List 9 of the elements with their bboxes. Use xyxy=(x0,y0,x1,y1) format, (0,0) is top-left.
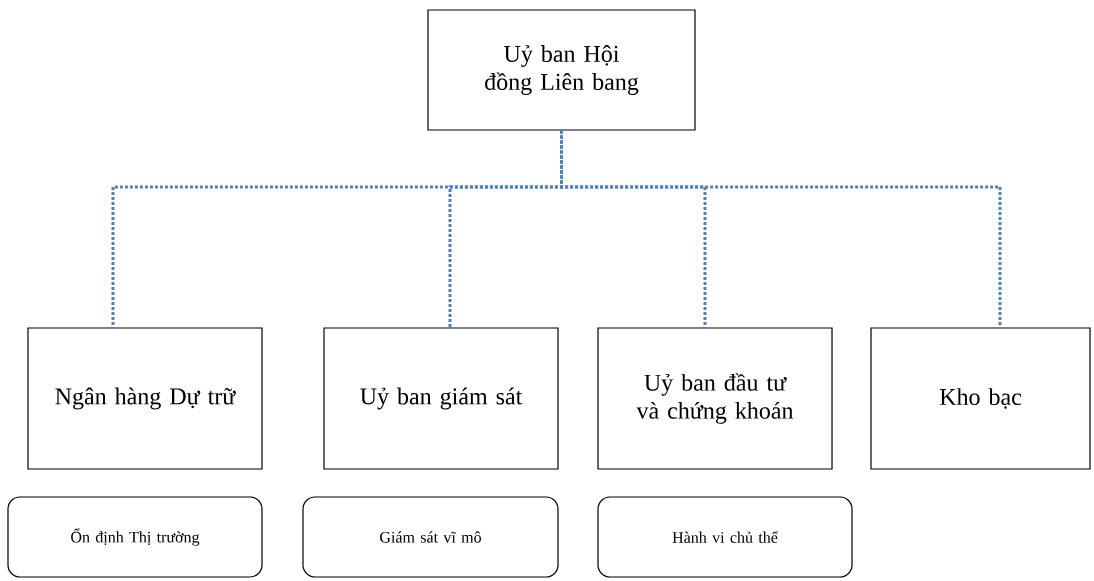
org-box: Uỷ ban giám sát xyxy=(323,327,559,470)
connector-line xyxy=(560,130,1002,328)
rounded-box: Giám sát vĩ mô xyxy=(302,496,559,578)
org-box: Kho bạc xyxy=(870,327,1091,470)
org-box: Uỷ ban đầu tư và chứng khoán xyxy=(597,327,833,470)
org-box: Uỷ ban Hội đồng Liên bang xyxy=(427,9,696,131)
rounded-box: Hành vi chủ thể xyxy=(597,496,853,578)
org-box: Ngân hàng Dự trữ xyxy=(27,327,263,470)
rounded-box: Ổn định Thị trường xyxy=(7,496,263,578)
